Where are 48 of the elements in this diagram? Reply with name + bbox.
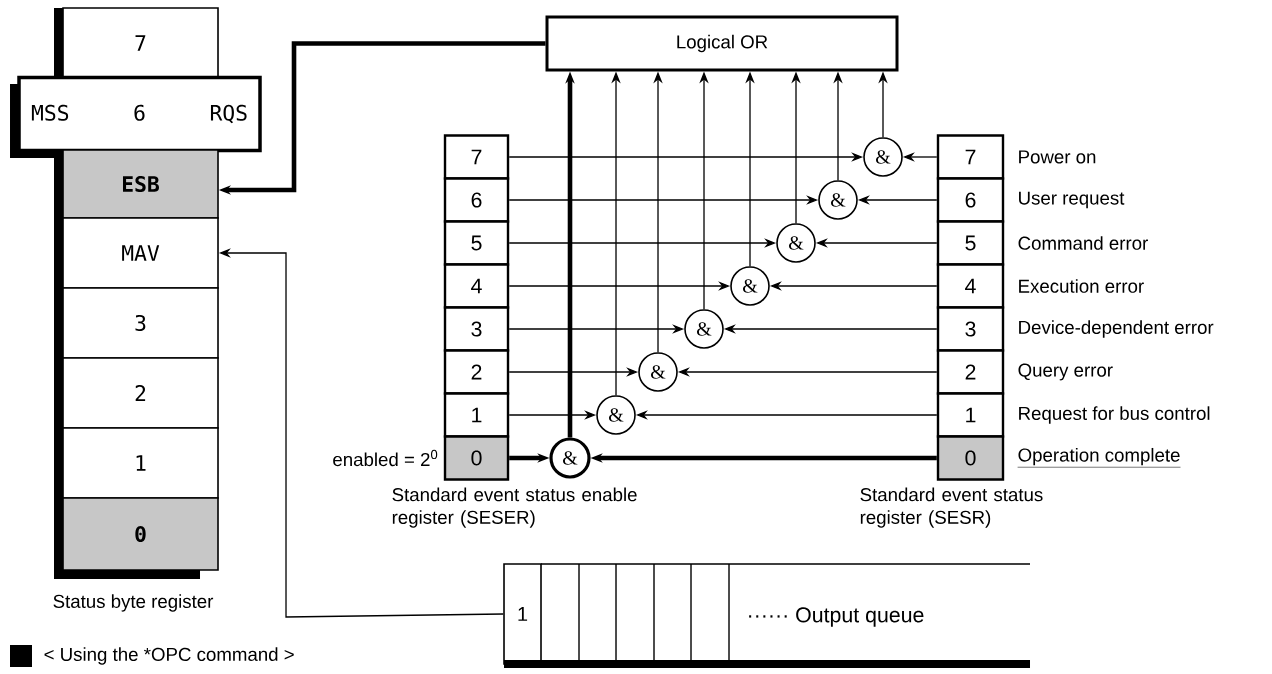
register-cell: 1 [443,392,510,438]
register-cell: 7 [443,134,510,180]
bit-description: Query error [1018,363,1113,381]
bit-description: Command error [1018,236,1148,250]
register-cell: 7 [936,134,1005,180]
bit-description: Power on [1019,150,1096,164]
and-gate: & [596,395,636,435]
register-cell: ESB [62,149,219,219]
register-cell: 2 [62,357,219,429]
register-cell: 0 [62,497,219,571]
logic-box: Logical OR [545,15,899,72]
register-cell: 3 [443,306,510,352]
register-cell: 0 [936,435,1005,481]
register-cell: 0 [443,435,510,481]
and-gate: & [730,266,770,306]
register-cell: 4 [443,263,510,309]
register-cell: 1 [936,392,1005,438]
caption: Standard event status enable register (SESER) [392,487,637,528]
bit-description: Request for bus control [1019,406,1210,424]
bit-description: Execution error [1019,279,1144,293]
and-gate: & [776,223,816,263]
and-gate: & [684,309,724,349]
caption: ······ Output queue [749,607,924,627]
caption: Status byte register [53,594,214,612]
register-cell: MAV [62,217,219,289]
register-cell: 6 [443,177,510,223]
and-gate: & [818,180,858,220]
register-cell: 2 [443,349,510,395]
register-cell: 4 [936,263,1005,309]
register-cell: 6 [936,177,1005,223]
and-gate: & [638,352,678,392]
register-cell: 3 [936,306,1005,352]
bit-description: Device-dependent error [1019,320,1214,338]
and-gate: & [549,437,591,479]
register-cell: 2 [936,349,1005,395]
register-cell: 1 [62,427,219,499]
register-cell: 5 [936,220,1005,266]
register-cell: 7 [62,7,219,79]
register-cell: MSS 6 RQS [17,75,262,153]
queue-cell: 1 [503,563,542,665]
bit-description: User request [1019,191,1125,209]
register-cell: 3 [62,287,219,359]
bit-description: Operation complete [1017,447,1181,468]
and-gate: & [863,137,903,177]
register-cell: 5 [443,220,510,266]
caption: enabled = 2$^{0}$ [333,449,438,467]
caption: < Using the *OPC command > [44,647,294,665]
caption: Standard event status register (SESR) [860,487,1043,528]
